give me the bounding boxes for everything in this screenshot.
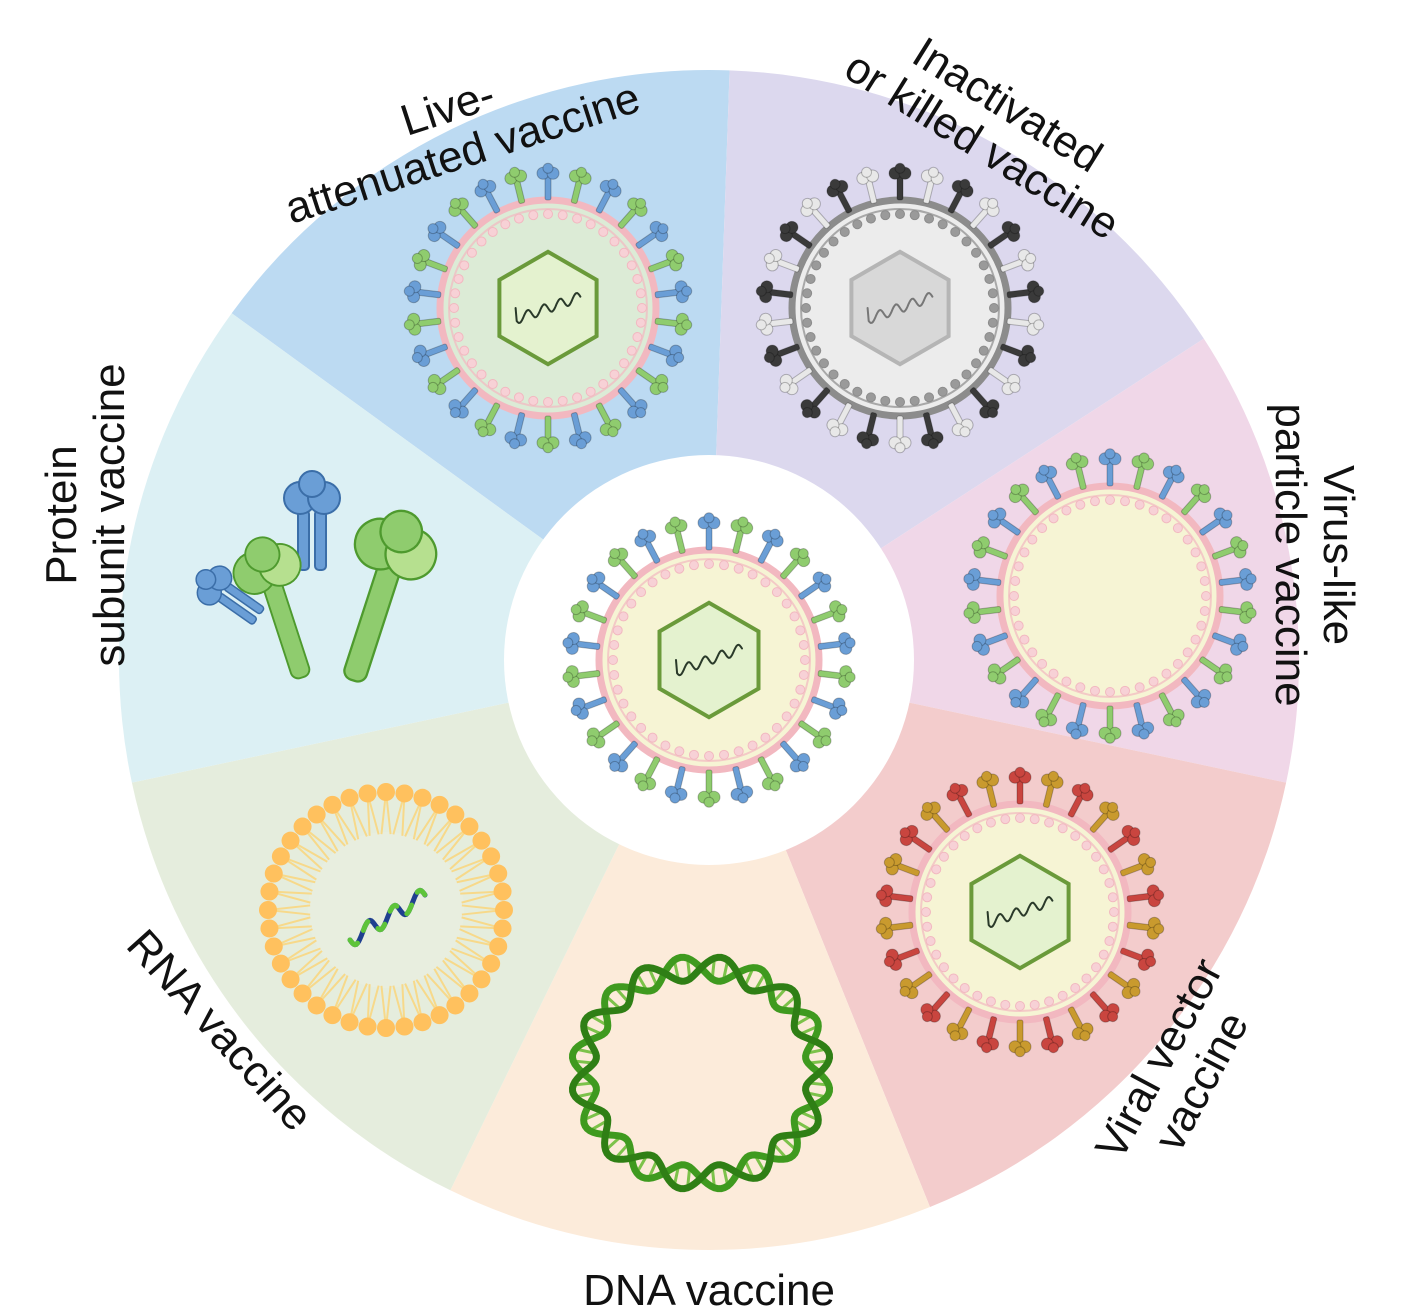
- segment-protein: [119, 313, 545, 783]
- label-dna: DNA vaccine: [583, 1266, 835, 1312]
- label-line: particle vaccine: [1266, 403, 1315, 706]
- live-attenuated-virus-icon: [403, 162, 693, 454]
- lipid-nanoparticle-rna-icon: [259, 783, 513, 1037]
- label-line: DNA vaccine: [583, 1266, 835, 1312]
- viral-vector-icon: [875, 766, 1165, 1058]
- label-protein: Proteinsubunit vaccine: [37, 363, 134, 666]
- label-vlp: Virus-likeparticle vaccine: [1266, 403, 1363, 706]
- label-line: Virus-like: [1314, 465, 1363, 645]
- inactivated-virus-icon: [755, 162, 1045, 454]
- circular-dna-icon: [568, 953, 834, 1193]
- virus-icon: [562, 512, 856, 808]
- segment-dna: [450, 842, 931, 1250]
- label-line: subunit vaccine: [85, 363, 134, 666]
- label-line: Protein: [37, 445, 86, 584]
- virus-like-particle-icon: [963, 448, 1257, 744]
- icons-layer: [195, 162, 1257, 1193]
- protein-subunit-icon: [195, 470, 438, 683]
